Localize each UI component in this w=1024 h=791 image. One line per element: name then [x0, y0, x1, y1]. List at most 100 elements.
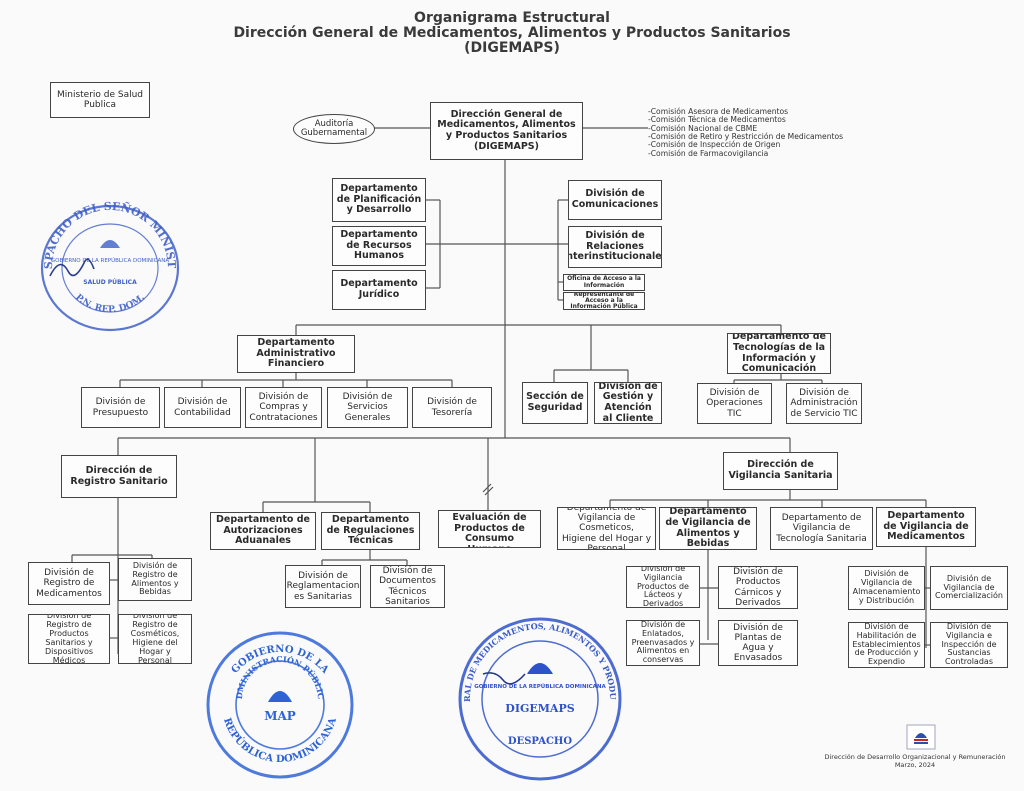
inspeccion-box: División de Vigilancia e Inspección de S…: [930, 622, 1008, 668]
regulaciones-label: Departamento de Regulaciones Técnicas: [326, 514, 415, 547]
vigilancia-medicamentos-box: Departamento de Vigilancia de Medicament…: [876, 507, 976, 547]
tesoreria-box: División de Tesorería: [412, 387, 492, 428]
habilitacion-box: División de Habilitación de Establecimie…: [848, 622, 925, 668]
contabilidad-box: División de Contabilidad: [164, 387, 241, 428]
laboratorio-box: Laboratorio de Evaluación de Productos d…: [438, 510, 541, 548]
vigilancia-tecnologia-box: Departamento de Vigilancia de Tecnología…: [770, 507, 873, 550]
digemaps-inner-text: GOBIERNO DE LA REPÚBLICA DOMINICANA: [474, 683, 606, 690]
map-bottom-text: REPÚBLICA DOMINICANA: [221, 716, 339, 765]
ministerio-box: Ministerio de Salud Publica: [50, 82, 150, 118]
admin-financiero-label: Departamento Administrativo Financiero: [256, 337, 336, 370]
operaciones-tic-box: División de Operaciones TIC: [697, 383, 772, 424]
direccion-general-label: Dirección General de Medicamentos, Alime…: [437, 108, 576, 152]
almacenamiento-label: División de Vigilancia de Almacenamiento…: [852, 569, 921, 605]
contabilidad-label: División de Contabilidad: [174, 397, 231, 418]
carnicos-box: División de Productos Cárnicos y Derivad…: [718, 566, 798, 609]
tic-label: Departamento de Tecnologías de la Inform…: [732, 333, 826, 374]
footer: Dirección de Desarrollo Organizacional y…: [820, 753, 1010, 770]
comunicaciones-label: División de Comunicaciones: [571, 188, 659, 210]
recursos-humanos-box: Departamento de Recursos Humanos: [332, 226, 426, 266]
auditoria-oval: Auditoría Gubernamental: [293, 114, 375, 144]
registro-sanitario-label: Dirección de Registro Sanitario: [70, 464, 168, 487]
autorizaciones-label: Departamento de Autorizaciones Aduanales: [216, 514, 310, 547]
signature-icon: [482, 672, 526, 685]
lacteos-box: División de Vigilancia Productos de Láct…: [626, 566, 700, 608]
svg-text:REPÚBLICA DOMINICANA: REPÚBLICA DOMINICANA: [221, 716, 339, 765]
habilitacion-label: División de Habilitación de Establecimie…: [852, 622, 921, 667]
vigilancia-medicamentos-label: Departamento de Vigilancia de Medicament…: [883, 510, 969, 543]
enlatados-label: División de Enlatados, Preenvasados y Al…: [631, 620, 695, 665]
digemaps-center-text: DIGEMAPS: [505, 702, 574, 715]
relaciones-label: División de Relaciones Interinstituciona…: [569, 230, 662, 263]
enlatados-box: División de Enlatados, Preenvasados y Al…: [626, 620, 700, 666]
signature-icon: [49, 258, 95, 277]
carnicos-label: División de Productos Cárnicos y Derivad…: [733, 567, 783, 608]
almacenamiento-box: División de Vigilancia de Almacenamiento…: [848, 566, 925, 610]
laboratorio-label: Laboratorio de Evaluación de Productos d…: [450, 511, 529, 547]
direccion-general-box: Dirección General de Medicamentos, Alime…: [430, 102, 583, 160]
chart-acronym: (DIGEMAPS): [464, 40, 560, 56]
representante-acceso-label: Representante de Acceso a la Información…: [570, 292, 638, 310]
vigilancia-sanitaria-box: Dirección de Vigilancia Sanitaria: [723, 452, 838, 490]
planificacion-box: Departamento de Planificación y Desarrol…: [332, 178, 426, 222]
vigilancia-sanitaria-label: Dirección de Vigilancia Sanitaria: [728, 459, 833, 481]
registro-cosmeticos-box: División de Registro de Cosméticos, Higi…: [118, 614, 192, 664]
comision-item: -Comisión Nacional de CBME: [648, 123, 758, 133]
compras-box: División de Compras y Contrataciones: [245, 387, 322, 428]
comunicaciones-box: División de Comunicaciones: [568, 180, 662, 220]
registro-sanitario-box: Dirección de Registro Sanitario: [61, 455, 177, 498]
registro-cosmeticos-label: División de Registro de Cosméticos, Higi…: [130, 614, 180, 664]
juridico-label: Departamento Jurídico: [340, 278, 418, 300]
tesoreria-label: División de Tesorería: [427, 397, 477, 418]
relaciones-box: División de Relaciones Interinstituciona…: [568, 226, 662, 268]
vigilancia-cosmeticos-box: Departamento de Vigilancia de Cosmeticos…: [557, 507, 656, 550]
planificacion-label: Departamento de Planificación y Desarrol…: [336, 183, 422, 216]
lacteos-label: División de Vigilancia Productos de Láct…: [637, 566, 689, 608]
vigilancia-tecnologia-label: Departamento de Vigilancia de Tecnología…: [776, 513, 867, 544]
servicios-label: División de Servicios Generales: [342, 392, 393, 423]
documentos-label: División de Documentos Técnicos Sanitari…: [379, 566, 436, 607]
vigilancia-alimentos-label: Departamento de Vigilancia de Alimentos …: [665, 507, 751, 550]
comision-item: -Comisión de Farmacovigilancia: [648, 148, 769, 158]
despacho-salud-text: SALUD PÚBLICA: [83, 279, 137, 286]
map-center-text: MAP: [264, 709, 296, 723]
operaciones-tic-label: División de Operaciones TIC: [706, 388, 763, 419]
footer-logo-icon: [906, 724, 936, 750]
documentos-box: División de Documentos Técnicos Sanitari…: [370, 565, 445, 608]
servicios-box: División de Servicios Generales: [327, 387, 408, 428]
gestion-atencion-box: División de Gestión y Atención al Client…: [594, 382, 662, 424]
registro-productos-label: División de Registro de Productos Sanita…: [44, 614, 94, 664]
digemaps-bottom-text: DESPACHO: [508, 736, 572, 747]
comision-item: -Comisión Asesora de Medicamentos: [648, 107, 789, 116]
comision-item: -Comisión de Retiro y Restricción de Med…: [648, 132, 844, 142]
comision-item: -Comisión de Inspección de Origen: [648, 140, 781, 150]
plantas-label: División de Plantas de Agua y Envasados: [733, 622, 783, 664]
reglamentacion-label: División de Reglamentacion es Sanitarias: [286, 571, 360, 602]
autorizaciones-box: Departamento de Autorizaciones Aduanales: [210, 512, 316, 550]
dome-icon: [100, 240, 120, 248]
comisiones-list: -Comisión Asesora de Medicamentos -Comis…: [648, 107, 844, 158]
gestion-atencion-label: División de Gestión y Atención al Client…: [598, 382, 658, 424]
digemaps-stamp: DIRECCIÓN GENERAL DE MEDICAMENTOS, ALIME…: [455, 614, 622, 781]
seguridad-label: Sección de Seguridad: [526, 391, 584, 413]
recursos-humanos-label: Departamento de Recursos Humanos: [340, 229, 418, 262]
juridico-box: Departamento Jurídico: [332, 270, 426, 310]
auditoria-label: Auditoría Gubernamental: [300, 118, 368, 138]
plantas-box: División de Plantas de Agua y Envasados: [718, 620, 798, 666]
representante-acceso-box: Representante de Acceso a la Información…: [563, 292, 645, 310]
chart-subtitle: Dirección General de Medicamentos, Alime…: [233, 25, 791, 41]
registro-alimentos-box: División de Registro de Alimentos y Bebi…: [118, 558, 192, 601]
regulaciones-box: Departamento de Regulaciones Técnicas: [321, 512, 420, 550]
presupuesto-label: División de Presupuesto: [92, 397, 149, 418]
registro-productos-box: División de Registro de Productos Sanita…: [28, 614, 110, 664]
comision-item: -Comisión Técnica de Medicamentos: [648, 115, 786, 125]
vigilancia-alimentos-box: Departamento de Vigilancia de Alimentos …: [659, 507, 757, 550]
administracion-tic-box: División de Administración de Servicio T…: [786, 383, 862, 424]
registro-medicamentos-label: División de Registro de Medicamentos: [36, 568, 102, 599]
dome-icon: [527, 663, 553, 674]
administracion-tic-label: División de Administración de Servicio T…: [790, 388, 858, 419]
inspeccion-label: División de Vigilancia e Inspección de S…: [941, 622, 997, 667]
reglamentacion-box: División de Reglamentacion es Sanitarias: [285, 565, 361, 608]
seguridad-box: Sección de Seguridad: [522, 382, 588, 424]
